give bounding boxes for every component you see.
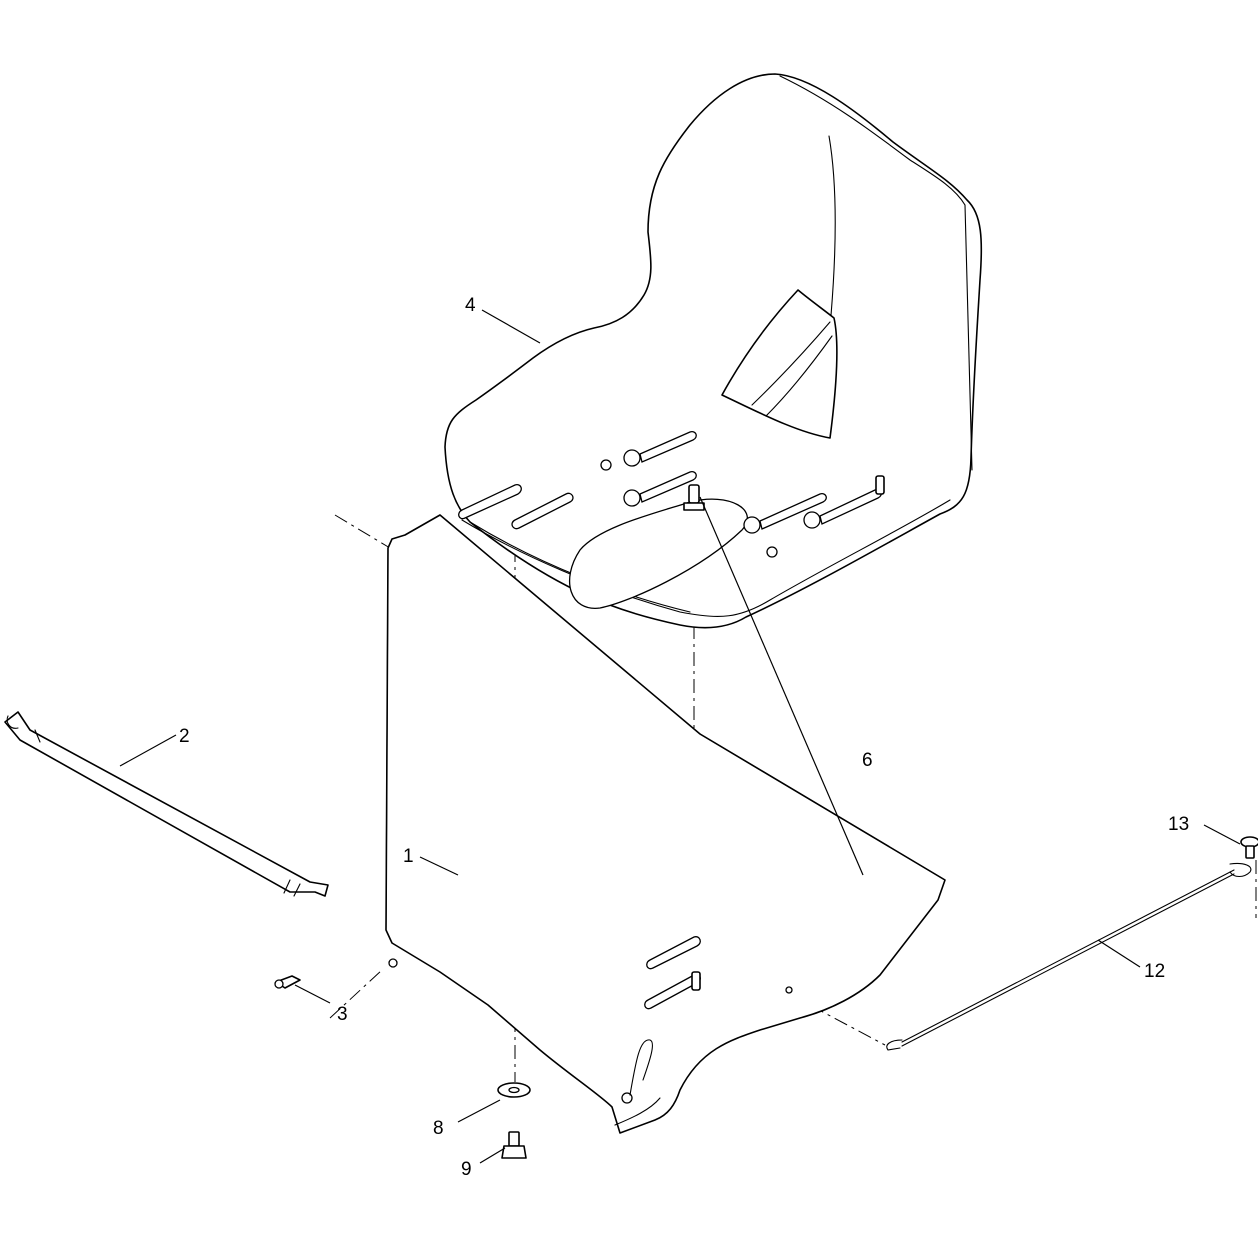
callout-6: 6: [862, 750, 873, 771]
cable-part: [886, 862, 1252, 1051]
callout-3: 3: [337, 1004, 348, 1025]
leader-lines: [119, 309, 1241, 1164]
callout-1: 1: [403, 846, 414, 867]
stud-part: [683, 484, 705, 511]
washer-part: [497, 1082, 531, 1098]
callout-9: 9: [461, 1159, 472, 1180]
bolt-part: [501, 1131, 527, 1159]
seat-plate-part: [385, 431, 946, 1134]
callout-13: 13: [1168, 814, 1189, 835]
callout-12: 12: [1144, 961, 1165, 982]
callout-4: 4: [465, 295, 476, 316]
seat-part: [444, 73, 983, 629]
screw-part: [1240, 836, 1258, 859]
callout-2: 2: [179, 726, 190, 747]
callout-8: 8: [433, 1118, 444, 1139]
rod-part: [4, 711, 329, 897]
pin-part: [274, 975, 301, 989]
